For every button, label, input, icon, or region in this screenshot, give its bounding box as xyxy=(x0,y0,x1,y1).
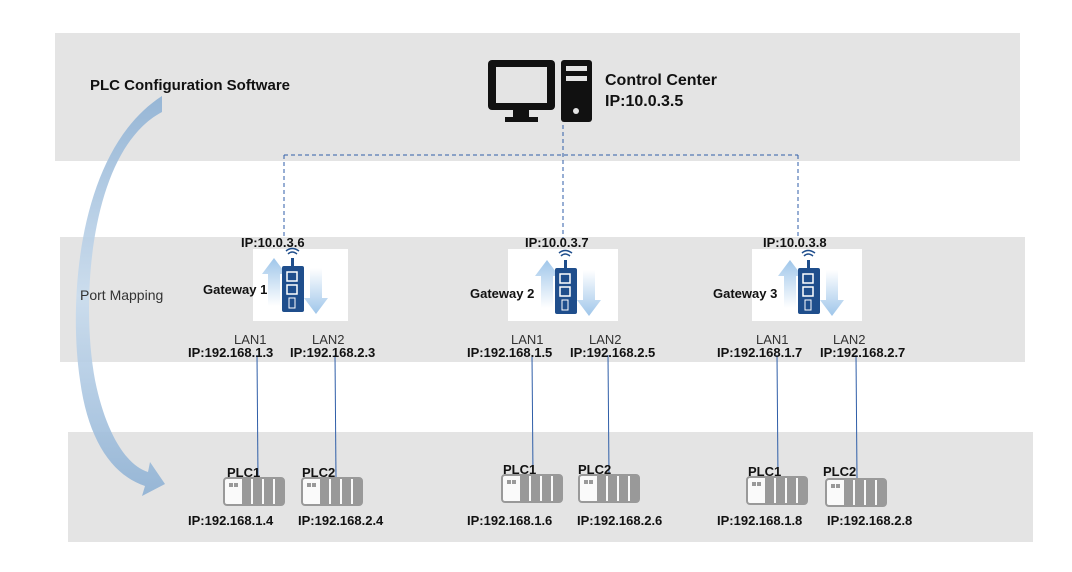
gateway-1-lan1-ip: IP:192.168.1.3 xyxy=(188,345,274,360)
gateway-2-wan-ip: IP:10.0.3.7 xyxy=(525,235,589,250)
gateway-3-plc2-name: PLC2 xyxy=(823,464,857,479)
gateway-1-plc1-name: PLC1 xyxy=(227,465,261,480)
gateway-2-plc2-name: PLC2 xyxy=(578,462,612,477)
gateway-2-lan1-label: LAN1 xyxy=(511,332,544,347)
gateway-1-lan2-ip: IP:192.168.2.3 xyxy=(290,345,376,360)
gateway-2-lan1-ip: IP:192.168.1.5 xyxy=(467,345,553,360)
gateway-1-name: Gateway 1 xyxy=(203,282,268,297)
diagram-title: PLC Configuration Software xyxy=(90,77,290,94)
gateway-3-wan-ip: IP:10.0.3.8 xyxy=(763,235,827,250)
gateway-3-name: Gateway 3 xyxy=(713,286,778,301)
gateway-1-plc1-ip: IP:192.168.1.4 xyxy=(188,513,274,528)
plc-3-1-icon xyxy=(746,476,808,505)
gateway-1-icon xyxy=(261,247,329,315)
gateway-2-lan2-ip: IP:192.168.2.5 xyxy=(570,345,656,360)
gateway-2-plc2-ip: IP:192.168.2.6 xyxy=(577,513,663,528)
gateway-3-lan2-label: LAN2 xyxy=(833,332,866,347)
port-mapping-label: Port Mapping xyxy=(80,287,164,303)
gateway-1-lan1-label: LAN1 xyxy=(234,332,267,347)
gateway-3-plc1-ip: IP:192.168.1.8 xyxy=(717,513,803,528)
plc-1-2-icon xyxy=(301,477,363,506)
plc-2-2-icon xyxy=(578,474,640,503)
gateway-1-plc2-name: PLC2 xyxy=(302,465,336,480)
gateway-3-plc2-ip: IP:192.168.2.8 xyxy=(827,513,913,528)
gateway-3-lan1-ip: IP:192.168.1.7 xyxy=(717,345,803,360)
port-mapping-arrow xyxy=(75,96,165,496)
plc-2-1-icon xyxy=(501,474,563,503)
gateway-2-lan2-label: LAN2 xyxy=(589,332,622,347)
control-center-ip: IP:10.0.3.5 xyxy=(605,93,684,110)
gateway-1-lan2-label: LAN2 xyxy=(312,332,345,347)
gateway-1-plc2-ip: IP:192.168.2.4 xyxy=(298,513,384,528)
computer-icon xyxy=(488,60,592,122)
plc-1-1-icon xyxy=(223,477,285,506)
wan-links xyxy=(283,125,799,238)
gateway-1-wan-ip: IP:10.0.3.6 xyxy=(241,235,305,250)
gateway-3-plc1-name: PLC1 xyxy=(748,464,782,479)
lan-links xyxy=(256,354,858,479)
plc-3-2-icon xyxy=(825,478,887,507)
gateway-3-icon xyxy=(777,249,845,317)
gateway-2-plc1-ip: IP:192.168.1.6 xyxy=(467,513,553,528)
gateway-2-icon xyxy=(534,249,602,317)
gateway-3-lan2-ip: IP:192.168.2.7 xyxy=(820,345,906,360)
gateway-2-plc1-name: PLC1 xyxy=(503,462,537,477)
gateway-3-lan1-label: LAN1 xyxy=(756,332,789,347)
gateway-2-name: Gateway 2 xyxy=(470,286,535,301)
control-center-name: Control Center xyxy=(605,72,717,89)
